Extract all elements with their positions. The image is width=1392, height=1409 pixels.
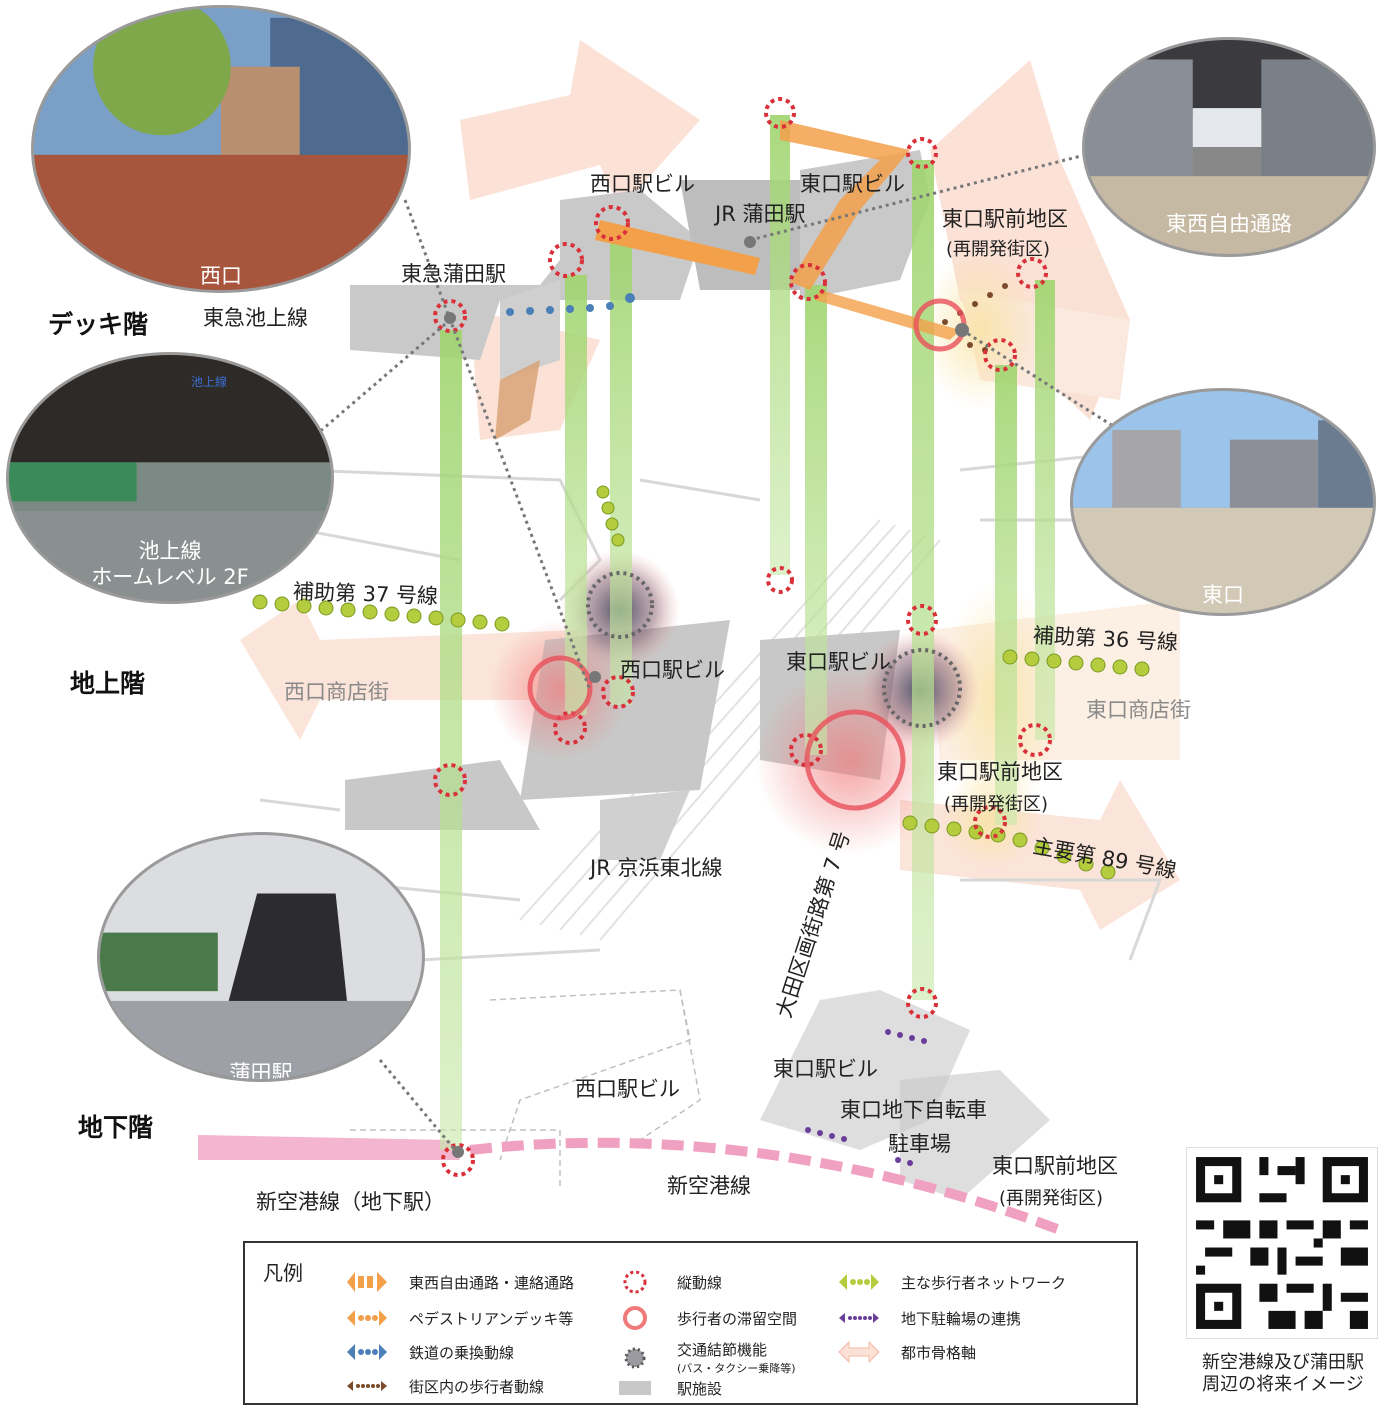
legend-item-station-facility: 駅施設	[613, 1375, 722, 1401]
legend-label-bicycle: 地下駐輪場の連携	[901, 1309, 1022, 1328]
photo-west-exit-caption: 西口	[200, 264, 242, 288]
legend-item-skeleton-axis: 都市骨格軸	[837, 1339, 976, 1365]
level-underground: 地下階	[78, 1113, 154, 1142]
photo-west-exit: 西口	[31, 5, 411, 293]
legend-item-transit-node: 交通結節機能 (バス・タクシー乗降等)	[613, 1339, 796, 1376]
new-airport-line	[198, 1135, 1062, 1235]
deck-tokyu-kamata: 東急蒲田駅	[401, 262, 506, 286]
brown-dot-arrow-icon	[347, 1381, 387, 1391]
pedestrian-network	[252, 485, 1150, 880]
deck-east-district: 東口駅前地区	[942, 207, 1068, 231]
red-ring-icon	[623, 1306, 647, 1330]
photo-east-west-passage: 東西自由通路	[1082, 37, 1376, 257]
legend-item-stagnation: 歩行者の滞留空間	[613, 1305, 797, 1331]
legend-label-pedestrian-network: 主な歩行者ネットワーク	[901, 1273, 1067, 1292]
deck-east-building: 東口駅ビル	[800, 172, 905, 196]
ground-east-district-sub: (再開発街区)	[944, 794, 1049, 815]
purple-dot-arrow-icon	[839, 1313, 879, 1323]
underground-east-district: 東口駅前地区	[992, 1154, 1118, 1178]
legend-label-free-passage: 東西自由通路・連絡通路	[409, 1273, 575, 1292]
legend-item-pedestrian-deck: ペデストリアンデッキ等	[345, 1305, 573, 1331]
legend-label-station-facility: 駅施設	[677, 1379, 723, 1398]
qr-caption-line2: 周辺の将来イメージ	[1202, 1374, 1364, 1395]
photo-kamata-station: 蒲田駅	[97, 832, 425, 1082]
underground-bicycle-2: 駐車場	[888, 1132, 951, 1156]
stagnation-rings	[527, 298, 967, 811]
underground-west-building: 西口駅ビル	[575, 1077, 680, 1101]
legend: 凡例 東西自由通路・連絡通路 ペデストリアンデッキ等 鉄道の乗換動線 街区内の歩…	[243, 1241, 1138, 1405]
gray-dotted-circle-icon	[624, 1347, 646, 1368]
ground-east-shopping: 東口商店街	[1086, 698, 1191, 722]
legend-label-transit-node-main: 交通結節機能	[677, 1341, 768, 1359]
photo-passage-caption: 東西自由通路	[1166, 212, 1292, 236]
underground-new-airport-line: 新空港線	[667, 1174, 751, 1198]
photo-east-exit: 東口	[1070, 388, 1376, 616]
ground-jr-keihin: JR 京浜東北線	[590, 856, 723, 880]
legend-item-vertical: 縦動線	[613, 1269, 722, 1295]
gray-box-icon	[619, 1381, 651, 1395]
green-dot-arrow-icon	[839, 1274, 879, 1290]
orange-block-arrow-icon	[347, 1272, 387, 1292]
legend-item-transfer: 鉄道の乗換動線	[345, 1339, 514, 1365]
photo-kamata-caption: 蒲田駅	[229, 1061, 293, 1082]
underground-bicycle-parking	[760, 990, 1050, 1200]
deck-west-building: 西口駅ビル	[590, 172, 695, 196]
orange-dot-arrow-icon	[347, 1310, 387, 1326]
ground-west-shopping: 西口商店街	[284, 680, 389, 704]
legend-item-free-passage: 東西自由通路・連絡通路	[345, 1269, 574, 1295]
legend-item-pedestrian-network: 主な歩行者ネットワーク	[837, 1269, 1066, 1295]
legend-title: 凡例	[263, 1261, 303, 1285]
ground-east-building: 東口駅ビル	[786, 650, 891, 674]
legend-label-transit-node-sub: (バス・タクシー乗降等)	[677, 1362, 796, 1375]
underground-east-building: 東口駅ビル	[773, 1057, 878, 1081]
ground-road-37: 補助第 37 号線	[292, 579, 439, 609]
legend-label-stagnation: 歩行者の滞留空間	[677, 1309, 798, 1328]
underground-outlines	[350, 989, 701, 1190]
legend-item-bicycle: 地下駐輪場の連携	[837, 1305, 1021, 1331]
legend-label-pedestrian-deck: ペデストリアンデッキ等	[409, 1309, 574, 1328]
deck-east-district-sub: (再開発街区)	[946, 239, 1051, 260]
qr-caption: 新空港線及び蒲田駅 周辺の将来イメージ	[1178, 1352, 1388, 1396]
ground-east-district: 東口駅前地区	[937, 760, 1063, 784]
photo-east-exit-caption: 東口	[1202, 583, 1244, 607]
qr-code-icon[interactable]	[1186, 1147, 1378, 1339]
underground-new-airport-station: 新空港線（地下駅）	[256, 1190, 445, 1214]
deck-jr-kamata: JR 蒲田駅	[715, 202, 806, 226]
orange-deck-passages	[595, 120, 960, 340]
photo-ikegami-caption-1: 池上線	[138, 539, 202, 563]
transit-node-circles	[586, 571, 962, 728]
underground-east-district-sub: (再開発街区)	[999, 1188, 1104, 1209]
blue-dot-arrow-icon	[347, 1344, 387, 1360]
vertical-circulation-nodes	[433, 97, 1052, 1177]
qr-caption-line1: 新空港線及び蒲田駅	[1202, 1352, 1364, 1373]
level-deck: デッキ階	[48, 310, 149, 339]
legend-label-in-block: 街区内の歩行者動線	[409, 1377, 545, 1396]
bicycle-links	[805, 1029, 927, 1166]
legend-label-transit-node: 交通結節機能 (バス・タクシー乗降等)	[677, 1339, 796, 1376]
legend-item-in-block: 街区内の歩行者動線	[345, 1373, 544, 1399]
legend-label-vertical: 縦動線	[677, 1273, 723, 1292]
deck-tokyu-ikegami: 東急池上線	[203, 306, 308, 330]
legend-label-transfer: 鉄道の乗換動線	[409, 1343, 515, 1362]
red-dotted-circle-icon	[623, 1270, 647, 1294]
ground-west-building: 西口駅ビル	[620, 658, 725, 682]
ikegami-sign: 池上線	[190, 375, 227, 389]
level-ground: 地上階	[70, 669, 146, 698]
pink-double-arrow-icon	[838, 1340, 880, 1364]
photo-ikegami-caption-2: ホームレベル 2F	[91, 565, 249, 589]
legend-label-skeleton-axis: 都市骨格軸	[901, 1343, 977, 1362]
underground-bicycle-1: 東口地下自転車	[840, 1098, 987, 1122]
transfer-line	[506, 293, 635, 316]
photo-ikegami-platform: 池上線 池上線 ホームレベル 2F	[6, 352, 334, 604]
